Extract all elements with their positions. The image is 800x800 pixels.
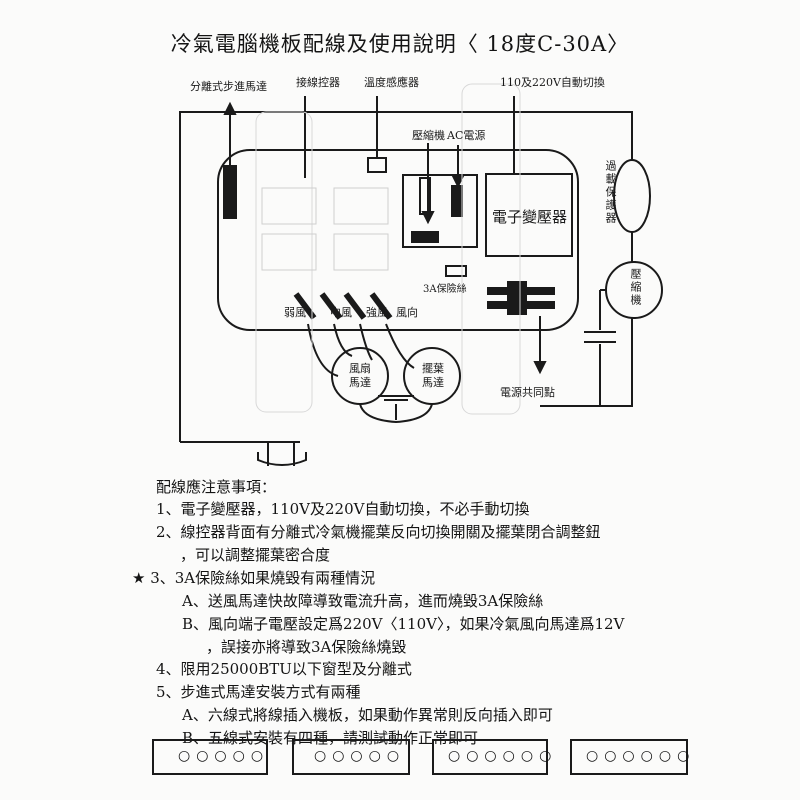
connector-2: ○○○○○ <box>292 739 410 775</box>
label-transformer: 電子變壓器 <box>492 208 568 226</box>
label-compressor-circle: 壓縮機 <box>629 268 642 307</box>
label-fan-direction: 風向 <box>396 306 418 319</box>
note-1: 1、電子變壓器，110V及220V自動切換，不必手動切換 <box>156 500 530 518</box>
note-2: 2、線控器背面有分離式冷氣機擺葉反向切換開關及擺葉閉合調整鈕 <box>156 523 601 541</box>
label-swing-motor: 擺葉馬達 <box>422 362 444 389</box>
label-ac-power: AC電源 <box>447 129 486 142</box>
label-fan-high: 強風 <box>366 306 388 319</box>
page-title: 冷氣電腦機板配線及使用說明〈 18度C-30A〉 <box>170 32 630 56</box>
stepper-terminal <box>223 165 237 219</box>
connector-4: ○○○○○○ <box>570 739 689 775</box>
note-4: 4、限用25000BTU以下窗型及分離式 <box>156 660 412 678</box>
label-stepper: 分離式步進馬達 <box>190 80 267 93</box>
connector-3: ○○○○○○ <box>432 739 551 775</box>
label-auto-switch: 110及220V自動切換 <box>500 76 605 89</box>
label-fan-mid: 中風 <box>330 306 352 319</box>
note-5: 5、步進式馬達安裝方式有兩種 <box>156 683 361 701</box>
note-5b: B、五線式安裝有四種，請測試動作正常即可 <box>182 729 479 747</box>
board-outline <box>217 149 579 331</box>
label-power-common: 電源共同點 <box>500 386 555 399</box>
note-3b-cont: ，誤接亦將導致3A保險絲燒毀 <box>206 638 407 656</box>
label-fan-motor: 風扇馬達 <box>349 362 371 389</box>
label-compressor: 壓縮機 <box>412 129 445 142</box>
note-3a: A、送風馬達快故障導致電流升高，進而燒毀3A保險絲 <box>182 592 544 610</box>
note-3: ★ 3、3A保險絲如果燒毀有兩種情況 <box>132 569 376 587</box>
note-2-cont: ，可以調整擺葉密合度 <box>180 546 331 564</box>
note-5a: A、六線式將線插入機板，如果動作異常則反向插入即可 <box>182 706 553 724</box>
label-overload-protector: 過載保護器 <box>604 160 617 225</box>
label-fan-low: 弱風 <box>284 306 306 319</box>
label-line-controller: 接線控器 <box>296 76 340 89</box>
label-temp-sensor: 溫度感應器 <box>364 76 419 89</box>
notes-heading: 配線應注意事項： <box>156 478 277 496</box>
outer-wire <box>179 111 633 442</box>
note-3b: B、風向端子電壓設定爲220V〈110V〉，如果冷氣風向馬達爲12V <box>182 615 625 633</box>
label-fuse: 3A保險絲 <box>423 284 467 295</box>
connector-1: ○○○○○ <box>152 739 268 775</box>
